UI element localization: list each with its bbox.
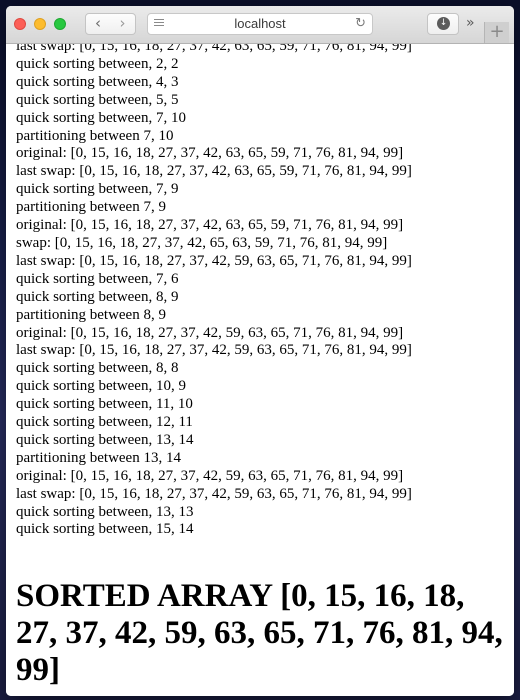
browser-window: ‹ › localhost ↻ ↓ » + last swap: [0, 15,… <box>6 6 514 696</box>
log-line: last swap: [0, 15, 16, 18, 27, 37, 42, 6… <box>16 44 412 54</box>
forward-button[interactable]: › <box>110 13 136 35</box>
log-line: partitioning between 8, 9 <box>16 306 166 323</box>
chevron-right-icon: › <box>119 14 126 32</box>
log-line: partitioning between 13, 14 <box>16 449 181 466</box>
url-text[interactable]: localhost <box>234 16 286 31</box>
log-line: swap: [0, 15, 16, 18, 27, 37, 42, 65, 63… <box>16 234 388 251</box>
log-line: original: [0, 15, 16, 18, 27, 37, 42, 63… <box>16 145 404 162</box>
log-line: quick sorting between, 13, 14 <box>16 431 194 448</box>
log-line: quick sorting between, 7, 6 <box>16 270 179 287</box>
close-window-button[interactable] <box>14 18 26 30</box>
log-line: last swap: [0, 15, 16, 18, 27, 37, 42, 6… <box>16 163 412 180</box>
back-button[interactable]: ‹ <box>85 13 111 35</box>
log-line: last swap: [0, 15, 16, 18, 27, 37, 42, 5… <box>16 485 412 502</box>
log-line: last swap: [0, 15, 16, 18, 27, 37, 42, 5… <box>16 342 412 359</box>
log-line: quick sorting between, 7, 10 <box>16 109 186 126</box>
log-line: original: [0, 15, 16, 18, 27, 37, 42, 59… <box>16 324 404 341</box>
log-line: quick sorting between, 2, 2 <box>16 55 179 72</box>
log-line: original: [0, 15, 16, 18, 27, 37, 42, 59… <box>16 467 404 484</box>
log-line: quick sorting between, 13, 13 <box>16 503 194 520</box>
downloads-button[interactable]: ↓ <box>427 13 459 35</box>
log-line: quick sorting between, 4, 3 <box>16 73 179 90</box>
sort-log: last swap: [0, 15, 16, 18, 27, 37, 42, 6… <box>16 44 412 539</box>
more-toolbar-items-icon[interactable]: » <box>466 15 475 31</box>
zoom-window-button[interactable] <box>54 18 66 30</box>
new-tab-button[interactable]: + <box>484 22 509 43</box>
log-line: original: [0, 15, 16, 18, 27, 37, 42, 63… <box>16 217 404 234</box>
log-line: quick sorting between, 8, 8 <box>16 360 179 377</box>
log-line: quick sorting between, 5, 5 <box>16 91 179 108</box>
log-line: quick sorting between, 12, 11 <box>16 414 193 431</box>
log-line: last swap: [0, 15, 16, 18, 27, 37, 42, 5… <box>16 252 412 269</box>
reader-view-icon[interactable] <box>154 19 164 29</box>
sorted-array-heading: SORTED ARRAY [0, 15, 16, 18, 27, 37, 42,… <box>16 578 503 688</box>
reload-icon[interactable]: ↻ <box>355 16 366 31</box>
download-icon: ↓ <box>437 17 450 30</box>
log-line: partitioning between 7, 10 <box>16 127 174 144</box>
log-line: quick sorting between, 8, 9 <box>16 288 179 305</box>
log-line: quick sorting between, 15, 14 <box>16 521 194 538</box>
log-line: quick sorting between, 7, 9 <box>16 181 179 198</box>
page-content: last swap: [0, 15, 16, 18, 27, 37, 42, 6… <box>6 44 514 696</box>
log-line: quick sorting between, 11, 10 <box>16 396 193 413</box>
browser-toolbar: ‹ › localhost ↻ ↓ » + <box>6 6 514 44</box>
log-line: partitioning between 7, 9 <box>16 199 166 216</box>
minimize-window-button[interactable] <box>34 18 46 30</box>
log-line: quick sorting between, 10, 9 <box>16 378 186 395</box>
chevron-left-icon: ‹ <box>95 14 101 32</box>
address-bar[interactable]: localhost ↻ <box>147 13 373 35</box>
